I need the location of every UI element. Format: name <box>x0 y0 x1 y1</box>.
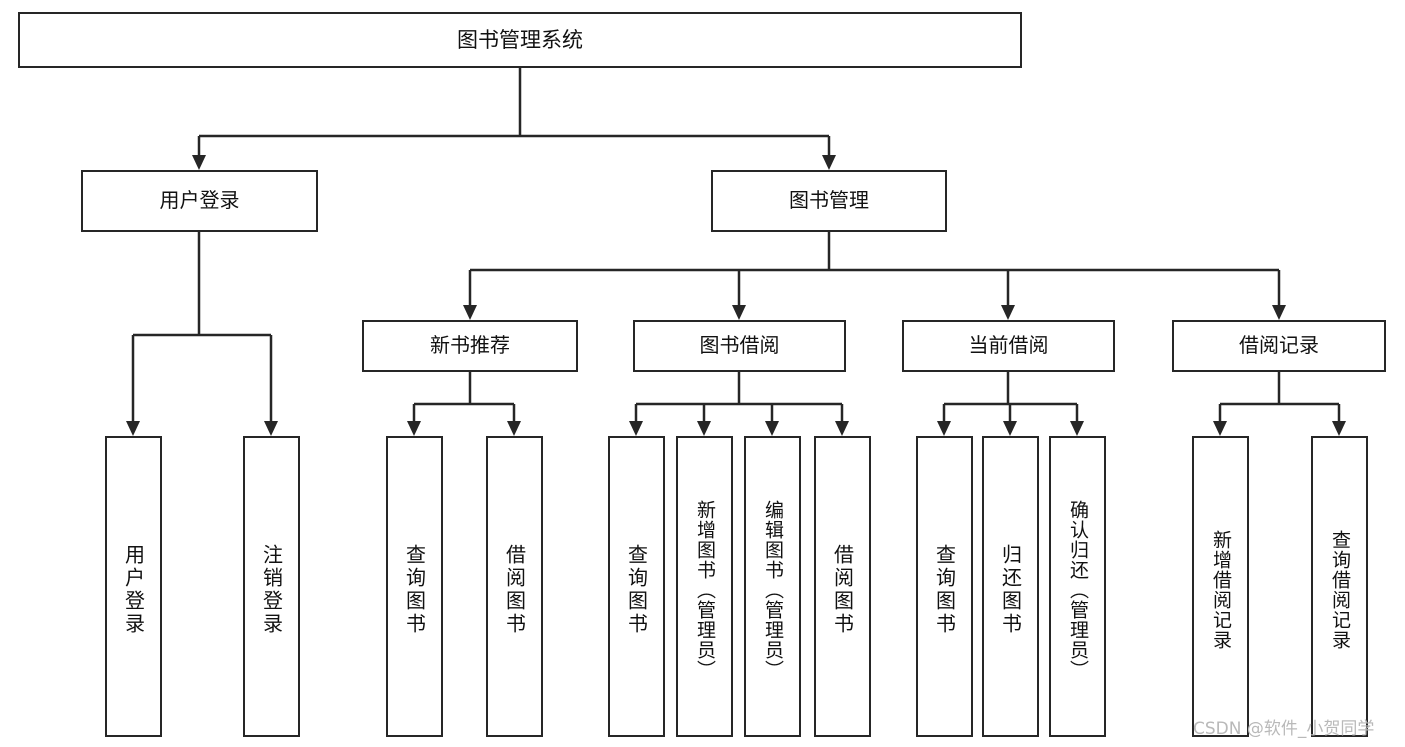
node-label: 借阅图书 <box>830 543 855 636</box>
node-leaf-bw-add[interactable]: 新增图书（管理员） <box>676 436 733 737</box>
node-label: 查询图书 <box>624 543 649 636</box>
arrow-head-3 <box>732 305 746 320</box>
node-records[interactable]: 借阅记录 <box>1172 320 1386 372</box>
arrow-head-14 <box>937 421 951 436</box>
arrow-head-8 <box>407 421 421 436</box>
node-root[interactable]: 图书管理系统 <box>18 12 1022 68</box>
node-leaf-nb-query[interactable]: 查询图书 <box>386 436 443 737</box>
node-leaf-user-login[interactable]: 用户登录 <box>105 436 162 737</box>
arrow-head-17 <box>1213 421 1227 436</box>
arrow-head-0 <box>192 155 206 170</box>
node-label: 注销登录 <box>259 543 284 636</box>
arrow-head-1 <box>822 155 836 170</box>
arrow-head-7 <box>264 421 278 436</box>
node-newbook[interactable]: 新书推荐 <box>362 320 578 372</box>
arrow-head-2 <box>463 305 477 320</box>
arrow-head-10 <box>629 421 643 436</box>
arrow-head-13 <box>835 421 849 436</box>
node-bookmgmt[interactable]: 图书管理 <box>711 170 947 232</box>
node-current[interactable]: 当前借阅 <box>902 320 1115 372</box>
node-leaf-cb-confirm[interactable]: 确认归还（管理员） <box>1049 436 1106 737</box>
arrow-head-4 <box>1001 305 1015 320</box>
arrow-head-5 <box>1272 305 1286 320</box>
arrow-head-6 <box>126 421 140 436</box>
node-label: 新增图书（管理员） <box>694 499 716 680</box>
node-label: 图书管理 <box>789 188 869 213</box>
node-leaf-cb-return[interactable]: 归还图书 <box>982 436 1039 737</box>
node-label: 归还图书 <box>998 543 1023 636</box>
node-label: 图书借阅 <box>699 333 780 358</box>
node-label: 图书管理系统 <box>457 27 583 52</box>
arrow-head-12 <box>765 421 779 436</box>
node-label: 新书推荐 <box>430 333 510 358</box>
arrow-head-16 <box>1070 421 1084 436</box>
node-label: 确认归还（管理员） <box>1067 499 1089 680</box>
node-login[interactable]: 用户登录 <box>81 170 318 232</box>
node-label: 新增借阅记录 <box>1210 529 1232 650</box>
node-borrow[interactable]: 图书借阅 <box>633 320 846 372</box>
node-leaf-user-logout[interactable]: 注销登录 <box>243 436 300 737</box>
arrow-head-15 <box>1003 421 1017 436</box>
node-label: 查询图书 <box>932 543 957 636</box>
arrow-head-9 <box>507 421 521 436</box>
node-label: 查询图书 <box>402 543 427 636</box>
arrow-head-18 <box>1332 421 1346 436</box>
node-leaf-bw-edit[interactable]: 编辑图书（管理员） <box>744 436 801 737</box>
node-label: 用户登录 <box>159 188 240 213</box>
node-leaf-cb-query[interactable]: 查询图书 <box>916 436 973 737</box>
node-label: 借阅记录 <box>1239 333 1319 358</box>
node-label: 编辑图书（管理员） <box>762 499 784 680</box>
arrow-head-11 <box>697 421 711 436</box>
node-label: 借阅图书 <box>502 543 527 636</box>
node-label: 用户登录 <box>121 543 146 636</box>
watermark: CSDN @软件_小贺同学 <box>1193 719 1375 739</box>
node-leaf-nb-borrow[interactable]: 借阅图书 <box>486 436 543 737</box>
node-label: 当前借阅 <box>968 333 1049 358</box>
node-leaf-bw-borrow[interactable]: 借阅图书 <box>814 436 871 737</box>
node-leaf-rc-add[interactable]: 新增借阅记录 <box>1192 436 1249 737</box>
node-label: 查询借阅记录 <box>1329 529 1351 650</box>
node-leaf-rc-query[interactable]: 查询借阅记录 <box>1311 436 1368 737</box>
node-leaf-bw-query[interactable]: 查询图书 <box>608 436 665 737</box>
